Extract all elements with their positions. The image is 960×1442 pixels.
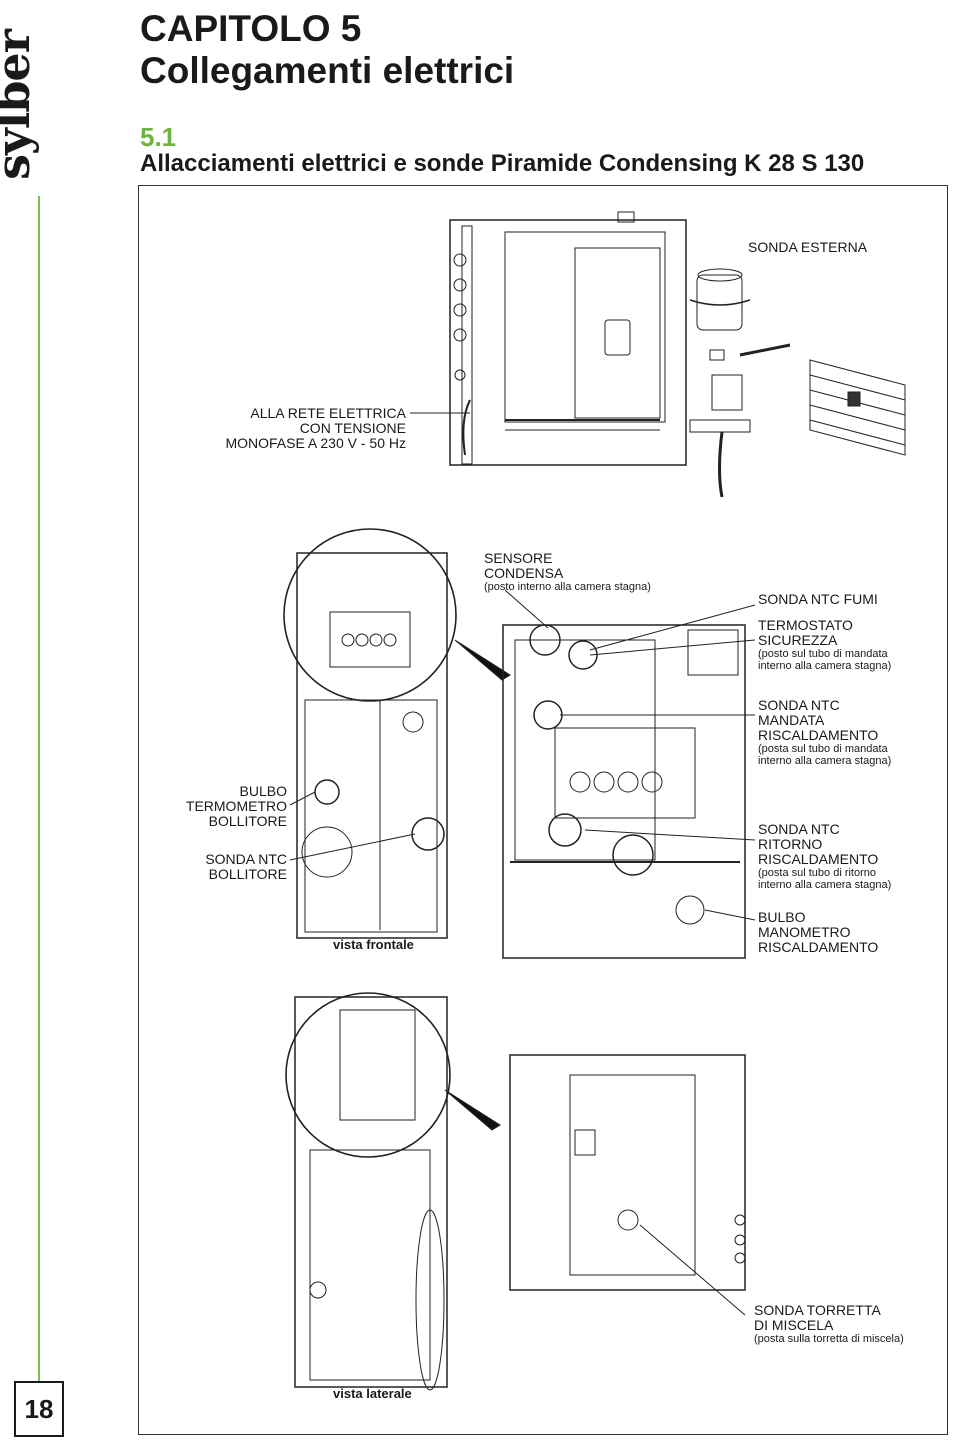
zoom-circle-side [285,992,451,1158]
label-bulbo-termometro: BULBO TERMOMETRO BOLLITORE [150,784,287,829]
mandata-note2: interno alla camera stagna) [758,755,892,767]
bulbo-term-l3: BOLLITORE [208,813,287,829]
ritorno-l1: SONDA NTC [758,821,840,837]
bulbo-term-l1: BULBO [239,783,287,799]
termostato-note1: (posto sul tubo di mandata [758,648,888,660]
label-sonda-bollitore: SONDA NTC BOLLITORE [150,852,287,882]
bulbo-term-l2: TERMOMETRO [185,798,287,814]
side-view-panel [294,996,746,1391]
chapter-number: CAPITOLO 5 [140,8,362,49]
caption-vista-frontale: vista frontale [333,937,414,952]
torretta-note: (posta sulla torretta di miscela) [754,1333,904,1345]
label-sonda-torretta: SONDA TORRETTA DI MISCELA (posta sulla t… [754,1302,904,1346]
sensore-l1: SENSORE [484,550,553,566]
label-rete: ALLA RETE ELETTRICA CON TENSIONE MONOFAS… [186,406,406,451]
ritorno-l2: RITORNO [758,836,823,852]
manometro-l1: BULBO [758,909,806,925]
label-sonda-esterna: SONDA ESTERNA [748,239,868,255]
label-rete-l3: MONOFASE A 230 V - 50 Hz [225,435,406,451]
zoom-pointer-side [444,1089,501,1131]
label-rete-l1: ALLA RETE ELETTRICA [250,405,406,421]
ritorno-note1: (posta sul tubo di ritorno [758,867,877,879]
torretta-l2: DI MISCELA [754,1317,834,1333]
termostato-l1: TERMOSTATO [758,617,853,633]
boiler-top-view [449,211,687,466]
label-termostato: TERMOSTATO SICUREZZA (posto sul tubo di … [758,617,892,673]
section-number: 5.1 [140,122,177,152]
external-probe-drawing [689,268,906,498]
mandata-l3: RISCALDAMENTO [758,727,879,743]
ritorno-l3: RISCALDAMENTO [758,851,879,867]
sensore-note: (posto interno alla camera stagna) [484,581,651,593]
label-rete-l2: CON TENSIONE [299,420,406,436]
mandata-note1: (posta sul tubo di mandata [758,743,888,755]
front-detail-panel [502,624,746,959]
manometro-l3: RISCALDAMENTO [758,939,879,955]
sensore-l2: CONDENSA [484,565,564,581]
label-bulbo-manometro: BULBO MANOMETRO RISCALDAMENTO [758,910,878,955]
chapter-title: Collegamenti elettrici [140,50,515,91]
torretta-l1: SONDA TORRETTA [754,1302,881,1318]
label-sensore-condensa: SENSORE CONDENSA (posto interno alla cam… [484,550,651,594]
mandata-l2: MANDATA [758,712,825,728]
manometro-l2: MANOMETRO [758,924,851,940]
mandata-l1: SONDA NTC [758,697,840,713]
section-title: Allacciamenti elettrici e sonde Piramide… [140,150,865,177]
diagram-frame [138,185,948,1435]
zoom-circle-front [283,528,457,702]
caption-vista-laterale: vista laterale [333,1386,412,1401]
leader-torretta [639,1224,746,1316]
ritorno-note2: interno alla camera stagna) [758,879,892,891]
front-view-panel [296,552,448,939]
chapter-heading: CAPITOLO 5 Collegamenti elettrici [140,8,514,92]
bollitore-l2: BOLLITORE [208,866,287,882]
label-sonda-ritorno: SONDA NTC RITORNO RISCALDAMENTO (posta s… [758,821,892,892]
bollitore-l1: SONDA NTC [205,851,287,867]
termostato-l2: SICUREZZA [758,632,838,648]
termostato-note2: interno alla camera stagna) [758,660,892,672]
label-sonda-fumi: SONDA NTC FUMI [758,591,878,607]
zoom-pointer-front [454,639,511,681]
sidebar-rule [38,196,40,1381]
page-number: 18 [14,1381,64,1437]
sidebar: sylber 18 [0,0,70,1442]
label-sonda-mandata: SONDA NTC MANDATA RISCALDAMENTO (posta s… [758,697,892,768]
